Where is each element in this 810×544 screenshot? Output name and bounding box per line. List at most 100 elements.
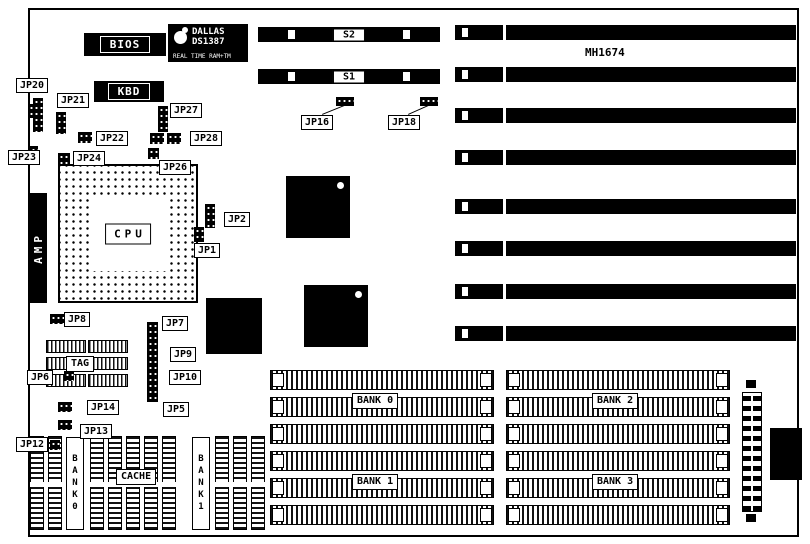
jumper-pins-jp28b: [167, 133, 181, 144]
jumper-label-jp9: JP9: [170, 347, 197, 362]
jumper-label-jp22: JP22: [96, 131, 129, 146]
din-connector: [770, 428, 802, 480]
s1-connector: S1: [258, 69, 440, 84]
jumper-pins-jp14: [58, 402, 72, 412]
jumper-pins-jp20: [33, 98, 43, 132]
cache-chip-column: [48, 436, 62, 530]
isa-slot-5: [455, 199, 796, 214]
cache-bank0-text: BANK0: [70, 453, 80, 514]
s1-label: S1: [332, 70, 366, 83]
isa-slot-3: [455, 108, 796, 123]
jumper-label-jp20: JP20: [16, 78, 49, 93]
bank0-label: BANK 0: [352, 393, 399, 409]
isa-slot-2: [455, 67, 796, 82]
jumper-label-jp5: JP5: [163, 402, 190, 417]
jumper-pins-jp18: [420, 97, 438, 106]
simm-socket: [270, 505, 494, 525]
jumper-pins-jp6: [64, 371, 74, 381]
jumper-label-jp8: JP8: [64, 312, 91, 327]
jumper-label-jp24: JP24: [73, 151, 106, 166]
jumper-pins-jp24: [58, 153, 70, 164]
simm-socket: [270, 451, 494, 471]
bios-label: BIOS: [99, 36, 151, 53]
amp-label: AMP: [32, 232, 45, 264]
mh1674-label: MH1674: [585, 46, 625, 59]
jumper-pins-jp13: [58, 420, 72, 430]
isa-slot-1: [455, 25, 796, 40]
jumper-pins-jp12: [50, 440, 60, 450]
dallas-logo-icon: [174, 27, 188, 44]
simm-socket: [506, 505, 730, 525]
isa-slot-6: [455, 241, 796, 256]
tag-chip: [88, 374, 128, 387]
cache-chip-column: [251, 436, 265, 530]
cache-label: CACHE: [116, 469, 157, 485]
simm-socket: [506, 424, 730, 444]
jumper-pins-jp2: [205, 204, 215, 228]
jumper-label-jp14: JP14: [87, 400, 120, 415]
jumper-label-jp1: JP1: [194, 243, 221, 258]
tag-chip: [88, 340, 128, 353]
jumper-label-jp23: JP23: [8, 150, 41, 165]
cache-bank1-label: BANK1: [192, 437, 210, 530]
jumper-label-jp10: JP10: [169, 370, 202, 385]
cache-bank1-text: BANK1: [196, 453, 206, 514]
jumper-label-jp18: JP18: [388, 115, 421, 130]
jumper-label-jp28: JP28: [190, 131, 223, 146]
jumper-label-jp21: JP21: [57, 93, 90, 108]
simm-socket: [506, 451, 730, 471]
bios-chip: BIOS: [84, 33, 166, 56]
qfp-chip-2: [206, 298, 262, 354]
jumper-pins-jp27: [158, 106, 168, 132]
jumper-pins-jp8: [50, 314, 64, 324]
jumper-pins-jp16: [336, 97, 354, 106]
qfp-chip-1: [286, 176, 350, 238]
cache-chip-column: [30, 436, 44, 530]
jumper-label-jp26: JP26: [159, 160, 192, 175]
tag-chip: [46, 340, 86, 353]
simm-socket: [506, 370, 730, 390]
dallas-part-number: DS1387: [192, 37, 225, 47]
s2-label: S2: [332, 28, 366, 41]
cache-chip-column: [233, 436, 247, 530]
dallas-brand: DALLAS: [192, 27, 225, 37]
jumper-pins-jp22: [78, 132, 92, 143]
jumper-label-jp2: JP2: [224, 212, 251, 227]
jumper-pins-jp26: [148, 148, 159, 159]
bank2-label: BANK 2: [592, 393, 639, 409]
pin-header-cap-bottom: [746, 514, 756, 522]
isa-slot-8: [455, 326, 796, 341]
dallas-text: DALLAS DS1387: [192, 27, 248, 47]
jumper-label-jp13: JP13: [80, 424, 113, 439]
isa-slot-7: [455, 284, 796, 299]
isa-slot-4: [455, 150, 796, 165]
tag-label: TAG: [66, 356, 95, 372]
jumper-label-jp16: JP16: [301, 115, 334, 130]
jumper-label-jp12: JP12: [16, 437, 49, 452]
cache-chip-column: [215, 436, 229, 530]
jumper-pins-jp28a: [150, 133, 164, 144]
dallas-rtc-chip: DALLAS DS1387 REAL TIME RAM+TM: [168, 24, 248, 62]
pin-header: [742, 392, 762, 512]
pin-header-cap-top: [746, 380, 756, 388]
jumper-label-jp6: JP6: [27, 370, 54, 385]
bank3-label: BANK 3: [592, 474, 639, 490]
qfp-chip-3: [304, 285, 368, 347]
jumper-label-jp7: JP7: [162, 316, 189, 331]
cpu-label: CPU: [105, 223, 151, 244]
jumper-pins-jp7-jp9-jp10-jp5: [147, 322, 158, 402]
amp-connector: AMP: [30, 193, 47, 303]
bank1-label: BANK 1: [352, 474, 399, 490]
s2-connector: S2: [258, 27, 440, 42]
cache-chip-column: [162, 436, 176, 530]
jumper-pins-jp1: [194, 227, 204, 242]
cpu-socket: CPU: [58, 164, 198, 303]
simm-socket: [270, 370, 494, 390]
dallas-subtitle: REAL TIME RAM+TM: [173, 53, 231, 60]
jumper-label-jp27: JP27: [170, 103, 203, 118]
edge-connector-small: [28, 104, 34, 118]
cache-chip-column: [90, 436, 104, 530]
cache-bank0-label: BANK0: [66, 437, 84, 530]
kbd-label: KBD: [107, 83, 151, 100]
